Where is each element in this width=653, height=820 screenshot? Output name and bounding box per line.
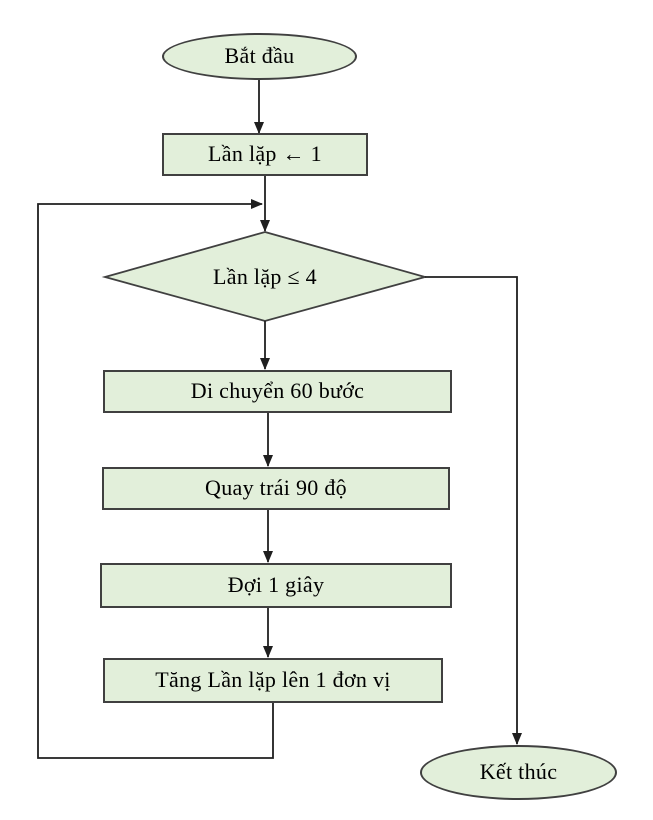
node-init-label: Lần lặp ← 1 [208, 141, 322, 167]
node-init-loop-counter: Lần lặp ← 1 [162, 133, 368, 176]
node-move-steps: Di chuyển 60 bước [103, 370, 452, 413]
node-end-label: Kết thúc [479, 759, 558, 785]
node-condition-label-box: Lần lặp ≤ 4 [105, 232, 425, 321]
node-increment-counter: Tăng Lần lặp lên 1 đơn vị [103, 658, 443, 703]
node-turn-left: Quay trái 90 độ [102, 467, 450, 510]
edge-inc-cond-loopback [37, 199, 274, 759]
node-move-label: Di chuyển 60 bước [190, 378, 365, 404]
node-start-terminator: Bắt đầu [162, 33, 357, 80]
node-turn-label: Quay trái 90 độ [205, 475, 347, 501]
node-wait-label: Đợi 1 giây [227, 572, 325, 598]
edge-cond-end [425, 276, 522, 745]
node-wait-second: Đợi 1 giây [100, 563, 452, 608]
node-condition-label: Lần lặp ≤ 4 [213, 263, 317, 289]
node-end-terminator: Kết thúc [420, 745, 617, 800]
node-increment-label: Tăng Lần lặp lên 1 đơn vị [155, 667, 391, 693]
node-start-label: Bắt đầu [224, 43, 295, 69]
